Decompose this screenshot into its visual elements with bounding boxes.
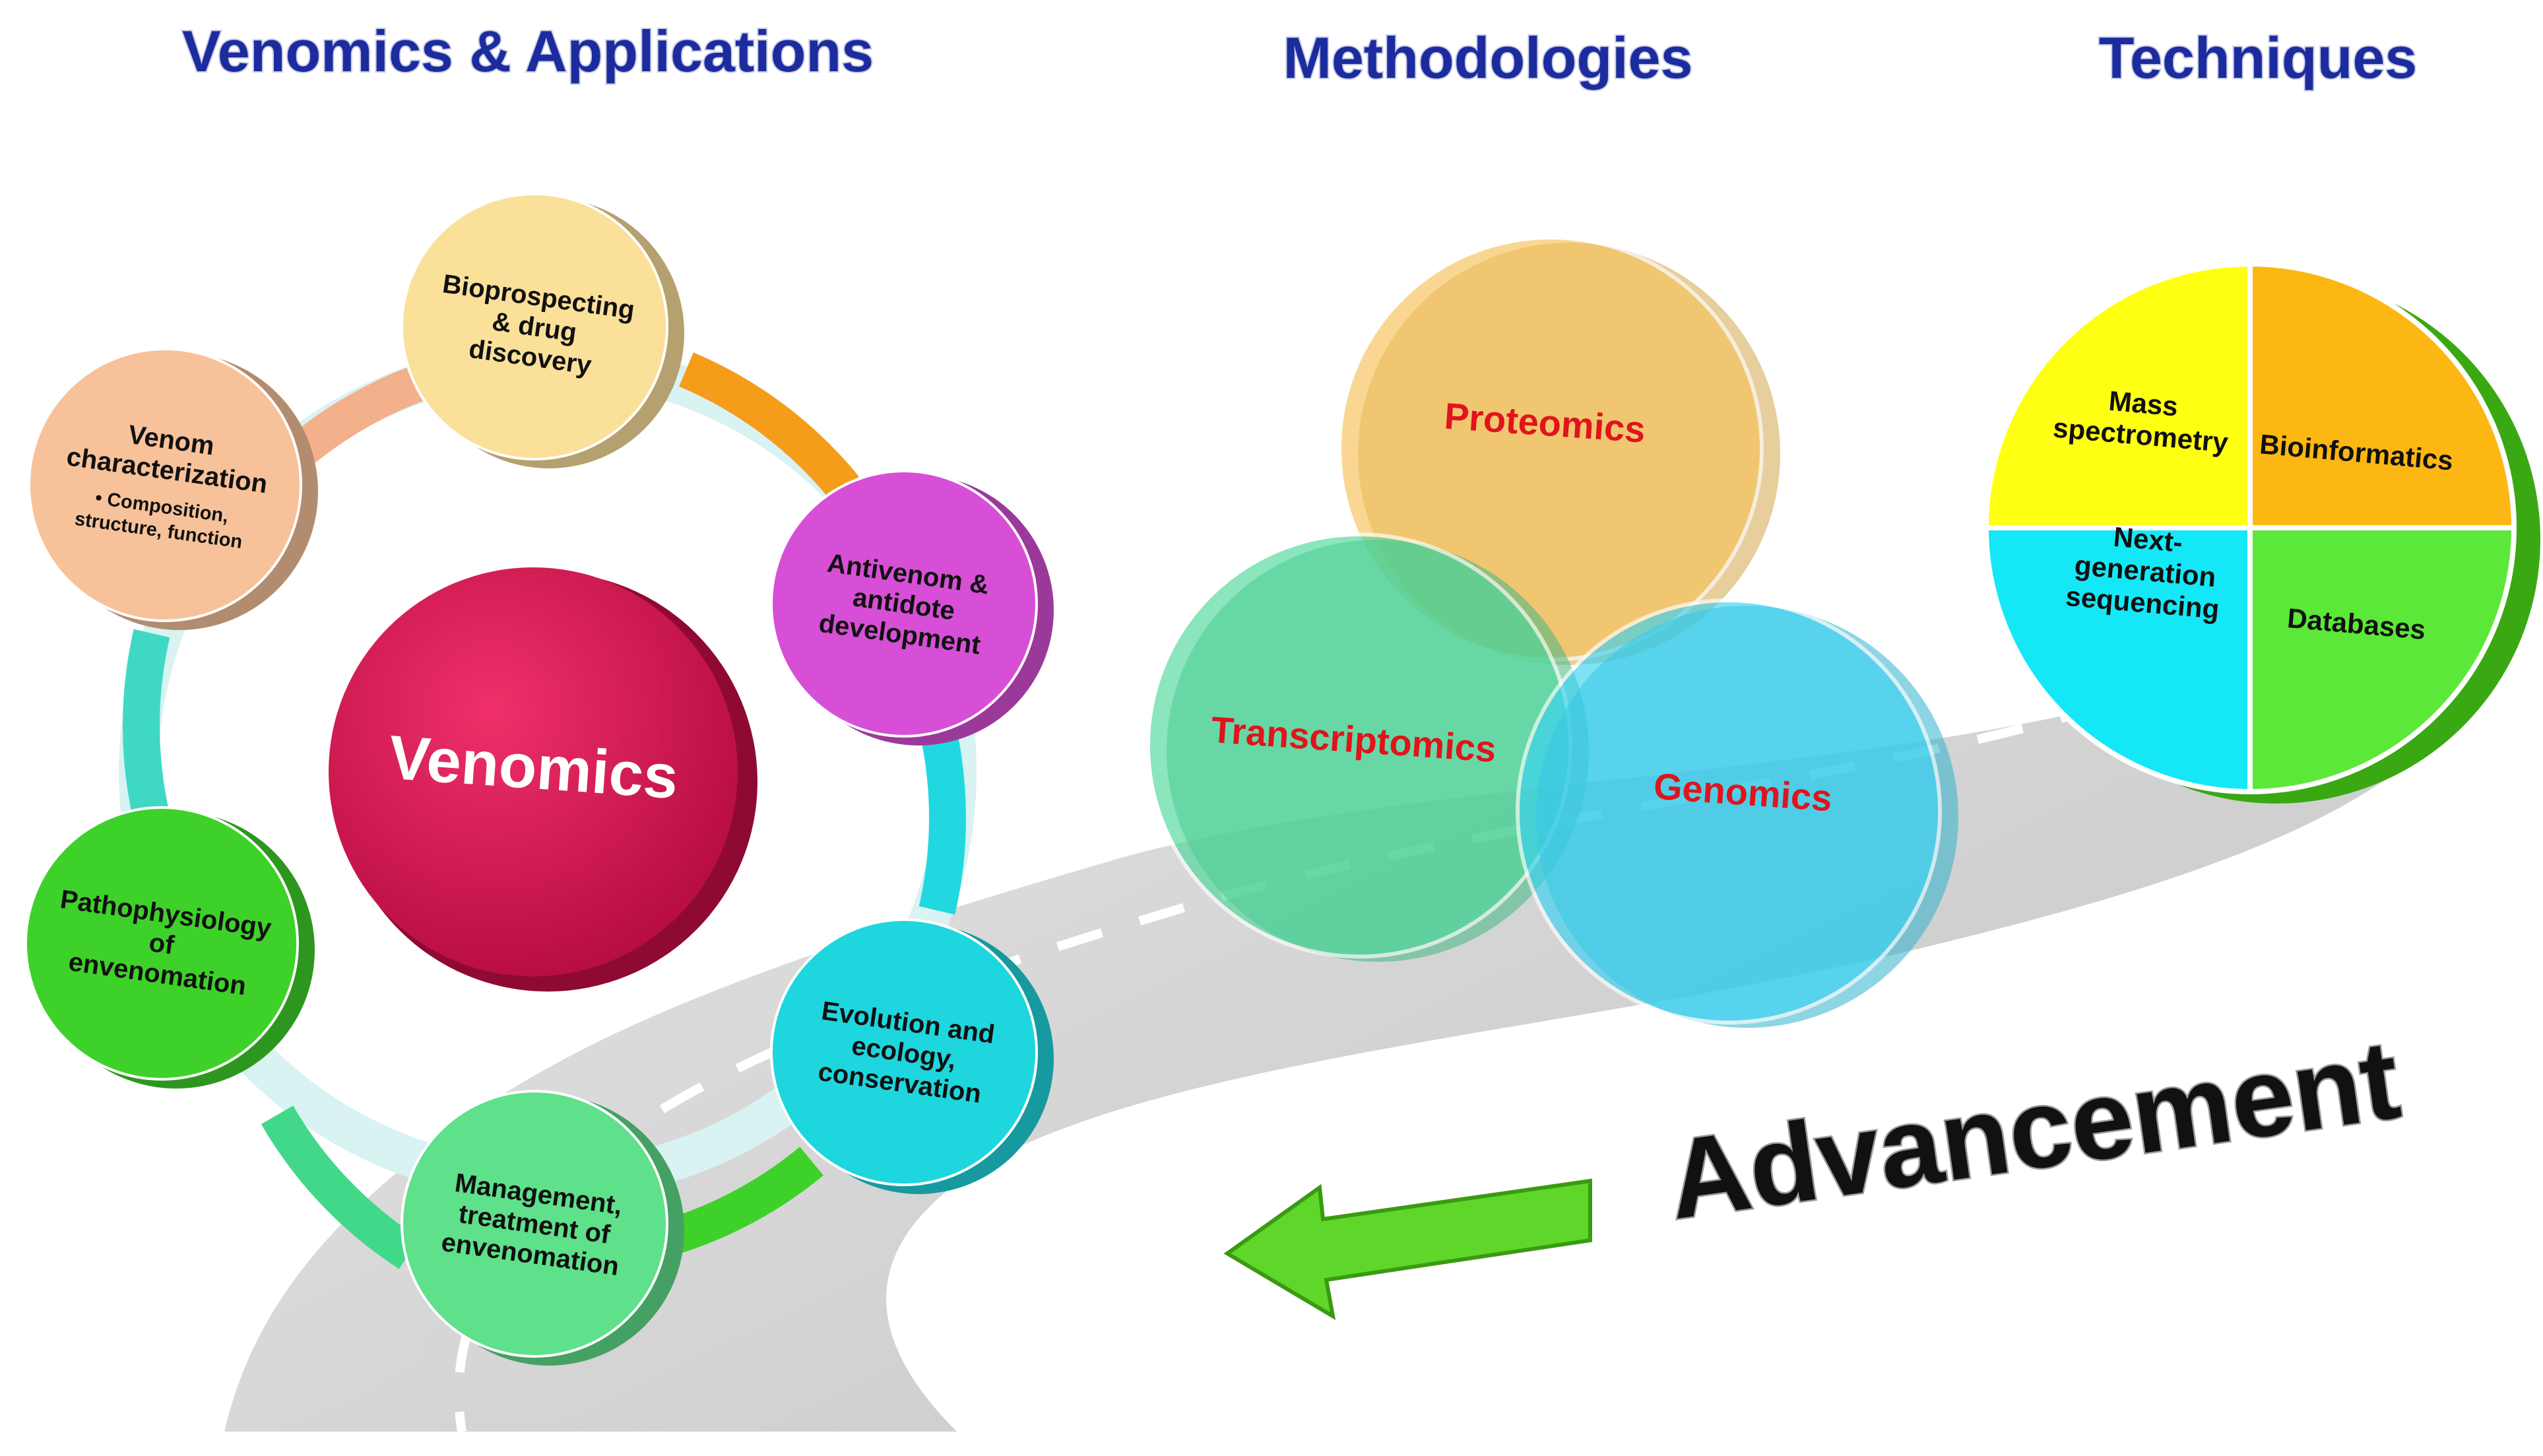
section-titles: Venomics & Applications Methodologies Te… (181, 17, 2418, 92)
methodology-circle (1516, 598, 1958, 1028)
venomics-applications-title: Venomics & Applications (182, 18, 874, 84)
methodology-circle (1146, 532, 1589, 962)
advancement-label: Advancement (1661, 1017, 2406, 1243)
technique-slice: Bioinformatics (2247, 261, 2517, 530)
application-node-label: of (147, 928, 176, 961)
venomics-core: Venomics (329, 567, 757, 992)
methodologies-title: Methodologies (1283, 25, 1693, 90)
techniques-title: Techniques (2099, 25, 2417, 90)
advancement-arrow-icon (1223, 1178, 1592, 1320)
technique-slice: Databases (2247, 525, 2517, 795)
advancement-group: Advancement (1223, 1015, 2408, 1320)
technique-label: Mass (2108, 385, 2179, 422)
technique-label: Next- (2112, 521, 2184, 558)
